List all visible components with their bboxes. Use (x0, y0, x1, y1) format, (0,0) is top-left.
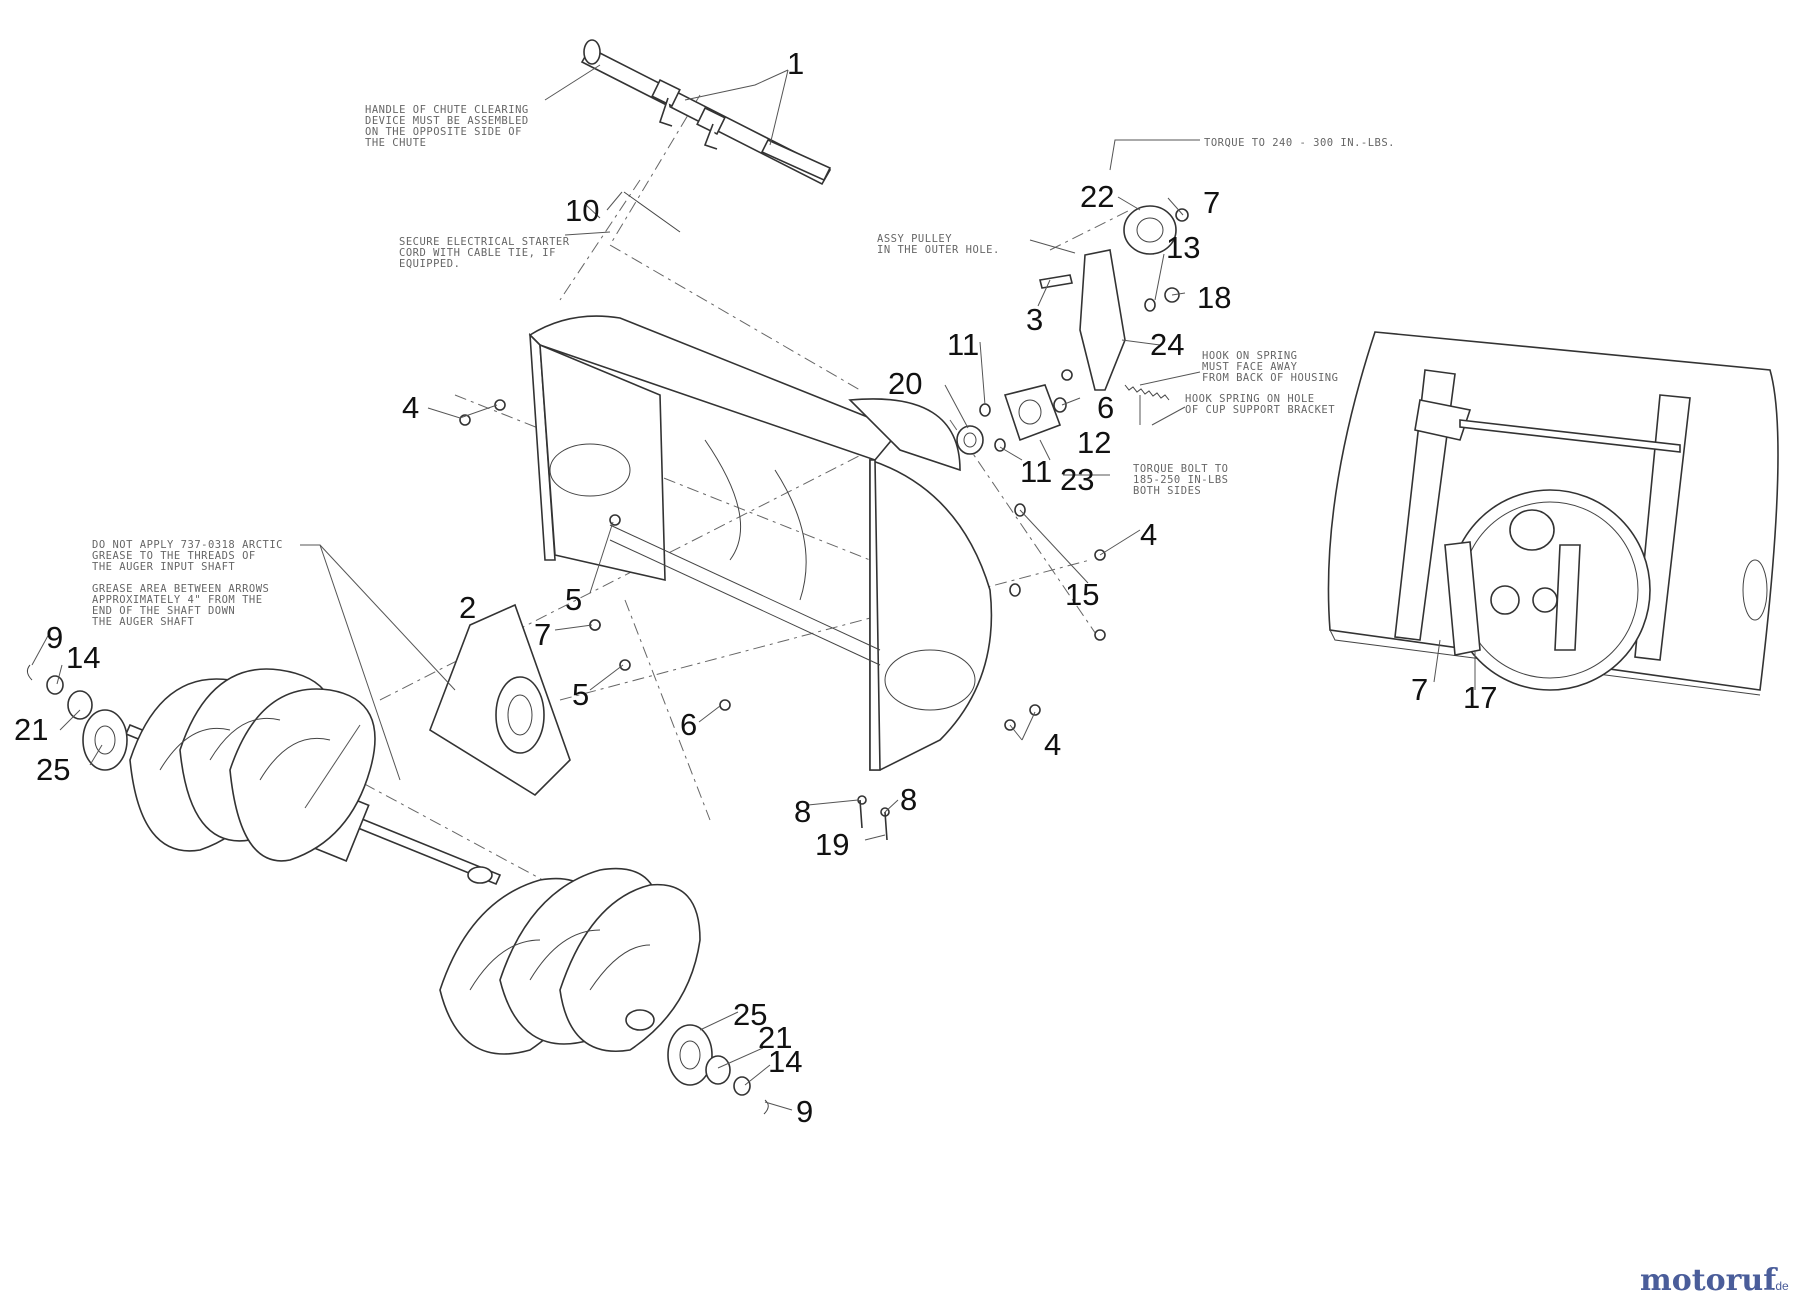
callout-22: 22 (1080, 179, 1114, 214)
watermark-suffix: .de (1772, 1279, 1789, 1293)
callout-7: 7 (1411, 672, 1428, 707)
callout-25: 25 (36, 752, 70, 787)
callout-23: 23 (1060, 462, 1094, 497)
callout-7: 7 (534, 617, 551, 652)
callout-11: 11 (947, 327, 979, 362)
note-torque-bolt: TORQUE BOLT TO 185-250 IN-LBS BOTH SIDES (1133, 463, 1235, 497)
callout-24: 24 (1150, 327, 1184, 362)
callout-14: 14 (66, 640, 100, 675)
note-chute-handle: HANDLE OF CHUTE CLEARING DEVICE MUST BE … (365, 104, 536, 149)
bearing-housing (429, 603, 571, 797)
callout-14: 14 (768, 1044, 802, 1079)
callout-6: 6 (1097, 390, 1114, 425)
callout-4: 4 (402, 390, 419, 425)
callout-6: 6 (680, 707, 697, 742)
left-bearing-flange (26, 664, 128, 771)
callout-19: 19 (815, 827, 849, 862)
callout-4: 4 (1044, 727, 1061, 762)
tension-spring (1124, 384, 1170, 401)
cup-support-bracket (956, 369, 1073, 597)
auger-flights-left (129, 668, 376, 862)
note-starter-cord: SECURE ELECTRICAL STARTER CORD WITH CABL… (399, 236, 576, 270)
callout-20: 20 (888, 366, 922, 401)
callout-11: 11 (1020, 454, 1052, 489)
callout-21: 21 (758, 1020, 792, 1055)
callout-18: 18 (1197, 280, 1231, 315)
note-hook-spring-face: HOOK ON SPRING MUST FACE AWAY FROM BACK … (1202, 350, 1338, 384)
auger-flights-right (439, 867, 701, 1055)
motoruf-watermark: motoruf .de (1640, 1263, 1789, 1298)
right-bearing-flange (667, 1024, 769, 1115)
callout-9: 9 (796, 1094, 813, 1129)
assembly-lines (319, 94, 1131, 901)
note-assy-pulley: ASSY PULLEY IN THE OUTER HOLE. (877, 233, 1000, 256)
note-torque-pulley: TORQUE TO 240 - 300 IN.-LBS. (1204, 137, 1395, 149)
chute-clearing-handle (580, 39, 832, 186)
watermark-text: motoruf (1640, 1263, 1778, 1298)
callout-8: 8 (794, 794, 811, 829)
auger-housing (528, 315, 993, 771)
callout-8: 8 (900, 782, 917, 817)
callout-25: 25 (733, 997, 767, 1032)
callout-13: 13 (1166, 230, 1200, 265)
callout-12: 12 (1077, 425, 1111, 460)
assembly-notes: HANDLE OF CHUTE CLEARING DEVICE MUST BE … (92, 104, 1395, 628)
callout-5: 5 (572, 677, 589, 712)
note-grease: DO NOT APPLY 737-0318 ARCTIC GREASE TO T… (92, 539, 290, 628)
callouts: 1 2 3 4 4 4 5 5 6 6 7 7 7 8 8 9 9 10 11 … (14, 46, 1497, 1129)
callout-15: 15 (1065, 577, 1099, 612)
callout-5: 5 (565, 582, 582, 617)
callout-10: 10 (565, 193, 599, 228)
note-hook-spring-hole: HOOK SPRING ON HOLE OF CUP SUPPORT BRACK… (1185, 393, 1335, 416)
callout-9: 9 (46, 620, 63, 655)
callout-4: 4 (1140, 517, 1157, 552)
leader-lines (31, 64, 1476, 1111)
assembled-view (1327, 331, 1779, 696)
cable-tie (623, 191, 681, 233)
callout-7: 7 (1203, 185, 1220, 220)
callout-17: 17 (1463, 680, 1497, 715)
callout-3: 3 (1026, 302, 1043, 337)
callout-2: 2 (459, 590, 476, 625)
callout-1: 1 (787, 46, 804, 81)
callout-21: 21 (14, 712, 48, 747)
